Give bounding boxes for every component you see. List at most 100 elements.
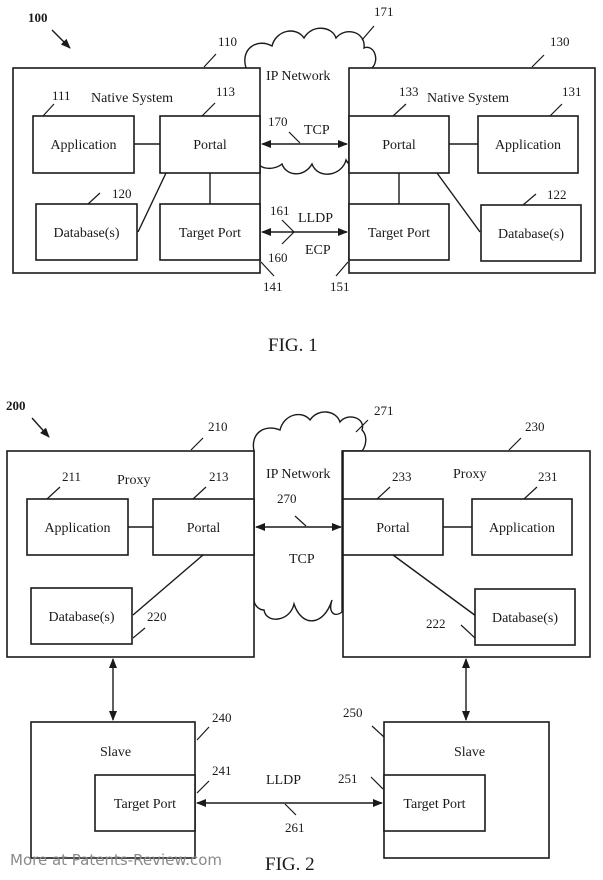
fig1-ecp-label: ECP: [305, 243, 331, 258]
fig1-ref-100: 100: [28, 10, 48, 25]
fig2-right-database-label: Database(s): [492, 611, 558, 626]
fig1-left-portal-label: Portal: [193, 138, 227, 153]
fig2-ref-200: 200: [6, 398, 26, 413]
fig2-left-portal-db-link: [132, 554, 204, 616]
fig2-left-portal-label: Portal: [187, 521, 221, 536]
fig1-leader-110: [203, 53, 217, 68]
fig2-leader-231: [523, 486, 538, 500]
fig1-left-system-title: Native System: [91, 91, 173, 106]
fig1-ip-network-cloud: [244, 27, 377, 175]
fig1-left-application-box: [32, 115, 135, 174]
fig1-pointer-arrow: [51, 29, 71, 49]
fig2-ref-213: 213: [209, 469, 229, 484]
fig2-right-portal-db-link: [392, 554, 477, 617]
fig2-leader-233: [376, 486, 391, 500]
fig1-leader-141: [260, 261, 275, 277]
fig1-leader-120: [87, 192, 101, 205]
fig2-right-database-box: [474, 588, 576, 646]
fig2-left-slave-title: Slave: [100, 745, 131, 760]
fig1-caption: FIG. 1: [268, 335, 318, 356]
fig1-ref-141: 141: [263, 279, 283, 294]
fig1-ref-130: 130: [550, 34, 570, 49]
fig1-right-database-box: [480, 204, 582, 262]
fig1-leader-111: [42, 103, 55, 117]
fig1-leader-151: [335, 261, 349, 277]
fig2-ref-230: 230: [525, 419, 545, 434]
fig2-ref-211: 211: [62, 469, 81, 484]
fig2-ref-250: 250: [343, 705, 363, 720]
fig1-ref-113: 113: [216, 84, 235, 99]
fig2-leader-213: [192, 486, 207, 500]
fig1-left-database-box: [35, 203, 138, 261]
fig1-ref-161: 161: [270, 203, 290, 218]
fig2-ref-240: 240: [212, 710, 232, 725]
fig2-right-target-port-box: [383, 774, 486, 832]
fig2-ref-271: 271: [374, 403, 394, 418]
fig1-ref-110: 110: [218, 34, 237, 49]
fig1-right-portal-db-link: [436, 172, 481, 233]
fig2-left-application-label: Application: [44, 521, 110, 536]
fig2-leader-210: [190, 437, 204, 451]
fig2-ref-251: 251: [338, 771, 358, 786]
fig2-right-portal-label: Portal: [376, 521, 410, 536]
fig1-ref-133: 133: [399, 84, 419, 99]
figure-1: 100 171 IP Network 110 Native System App…: [12, 4, 596, 356]
fig2-ref-261: 261: [285, 820, 305, 835]
fig1-ref-151: 151: [330, 279, 350, 294]
fig2-leader-270: [294, 515, 307, 527]
fig1-tcp-label: TCP: [304, 123, 330, 138]
fig2-right-proxy-title: Proxy: [453, 467, 486, 482]
fig1-right-database-label: Database(s): [498, 227, 564, 242]
fig2-ref-241: 241: [212, 763, 232, 778]
fig2-leader-220: [132, 627, 146, 639]
fig2-ip-network-label: IP Network: [266, 467, 330, 482]
fig2-leader-271: [355, 419, 369, 433]
fig1-lldp-label: LLDP: [298, 211, 333, 226]
fig2-ref-220: 220: [147, 609, 167, 624]
fig1-ref-131: 131: [562, 84, 582, 99]
fig1-right-application-box: [477, 115, 579, 174]
fig2-ref-222: 222: [426, 616, 446, 631]
fig2-left-proxy-title: Proxy: [117, 473, 150, 488]
fig1-right-portal-label: Portal: [382, 138, 416, 153]
fig2-right-slave-title: Slave: [454, 745, 485, 760]
fig1-ip-network-label: IP Network: [266, 69, 330, 84]
fig2-leader-241: [196, 780, 210, 794]
fig2-tcp-label: TCP: [289, 552, 315, 567]
fig1-right-portal-box: [348, 115, 450, 174]
fig1-leader-131: [549, 103, 563, 117]
fig2-ref-233: 233: [392, 469, 412, 484]
fig2-leader-222: [460, 624, 476, 639]
fig1-right-target-port-box: [348, 203, 450, 261]
fig2-ref-270: 270: [277, 491, 297, 506]
fig1-ref-111: 111: [52, 88, 71, 103]
fig2-ref-231: 231: [538, 469, 558, 484]
fig1-leader-170: [288, 131, 301, 144]
fig2-leader-211: [46, 486, 61, 500]
fig2-lldp-label: LLDP: [266, 773, 301, 788]
fig1-leader-113: [201, 102, 216, 117]
fig1-lldp-ecp-split-mark: [281, 219, 295, 245]
fig1-right-target-port-label: Target Port: [368, 226, 430, 241]
fig2-pointer-arrow: [31, 417, 50, 438]
fig2-left-target-port-box: [94, 774, 196, 832]
fig2-leader-230: [508, 437, 522, 451]
fig1-ref-120: 120: [112, 186, 132, 201]
fig2-left-database-label: Database(s): [48, 610, 114, 625]
fig2-ip-network-cloud: [252, 411, 367, 622]
fig1-ref-160: 160: [268, 250, 288, 265]
fig2-right-application-label: Application: [489, 521, 555, 536]
fig1-ref-122: 122: [547, 187, 567, 202]
fig1-ref-171: 171: [374, 4, 394, 19]
fig1-leader-171: [361, 25, 375, 41]
fig1-left-target-port-box: [159, 203, 261, 261]
fig1-left-target-port-label: Target Port: [179, 226, 241, 241]
fig1-left-database-label: Database(s): [53, 226, 119, 241]
fig1-left-application-label: Application: [50, 138, 116, 153]
fig1-right-system-title: Native System: [427, 91, 509, 106]
fig1-ref-170: 170: [268, 114, 288, 129]
fig2-leader-251: [370, 776, 384, 790]
fig2-caption: FIG. 2: [265, 854, 315, 875]
fig2-right-application-box: [471, 498, 573, 556]
